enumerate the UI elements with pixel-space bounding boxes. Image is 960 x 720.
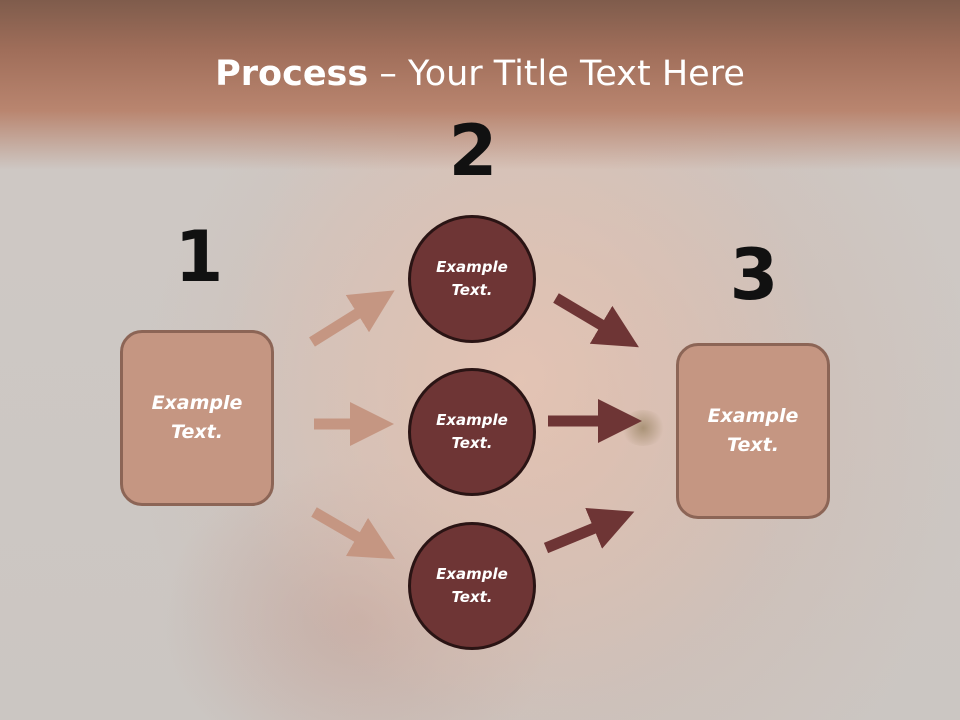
title-rest: – Your Title Text Here (368, 54, 745, 94)
slide-title: Process – Your Title Text Here (0, 52, 960, 96)
step-box-1: Example Text. (120, 330, 274, 506)
step-number-2: 2 (448, 110, 498, 192)
process-circle-bottom-label: Example Text. (436, 565, 508, 606)
process-circle-top: Example Text. (408, 215, 536, 343)
process-circle-middle-label: Example Text. (436, 411, 508, 452)
step-box-3-label: Example Text. (707, 405, 799, 456)
step-box-3: Example Text. (676, 343, 830, 519)
header-band (0, 0, 960, 170)
process-circle-middle: Example Text. (408, 368, 536, 496)
arrow-box1-to-circle-bottom (311, 507, 396, 560)
process-circle-bottom: Example Text. (408, 522, 536, 650)
process-circle-top-label: Example Text. (436, 258, 508, 299)
step-number-1: 1 (174, 216, 224, 298)
step-number-3: 3 (729, 234, 779, 316)
arrow-circle-top-to-box3 (553, 293, 639, 348)
title-bold: Process (215, 54, 369, 94)
step-box-1-label: Example Text. (151, 392, 243, 443)
arrow-circle-bottom-to-box3 (543, 508, 635, 554)
arrow-box1-to-circle-top (309, 290, 395, 347)
